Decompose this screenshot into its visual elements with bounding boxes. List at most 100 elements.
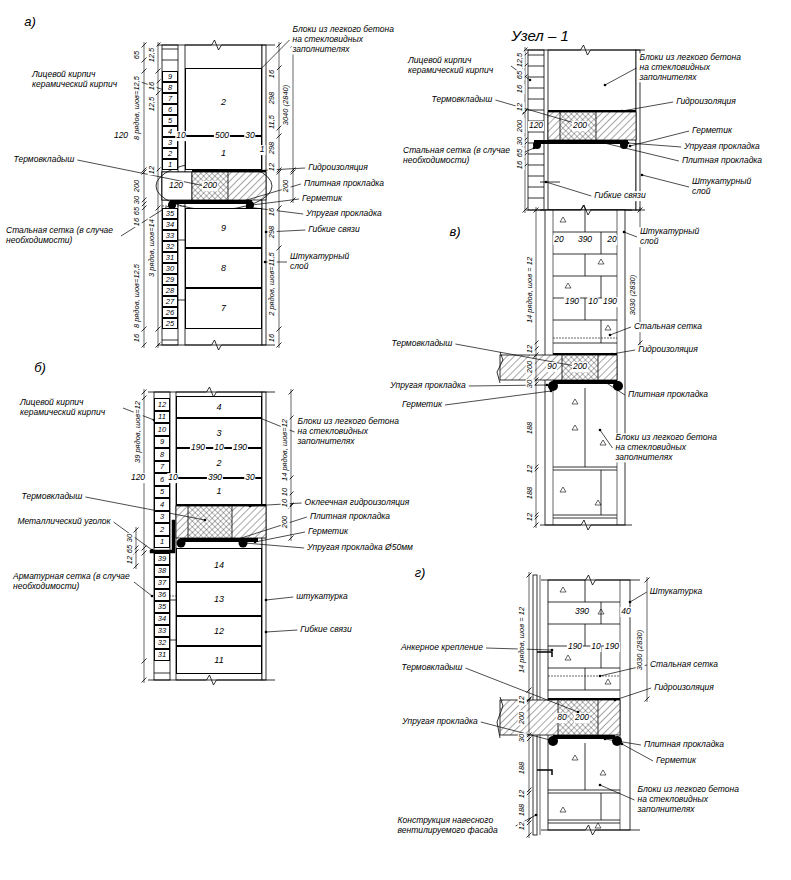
dimension-text: 10 [281,487,290,497]
dimension-text: 190 [564,297,580,307]
brick-course: 1 [154,536,170,549]
masonry-joint [553,343,617,344]
leader-line [252,199,299,205]
course-number: 8 [160,451,164,459]
callout-label: Плитная прокладка [681,156,763,166]
dimension-text: 16 [133,217,142,227]
callout-label: Гидроизоляция [675,97,737,107]
flexible-tie [540,182,560,183]
dimension-text: 188 [526,421,535,436]
course-number: 4 [168,128,172,136]
brick-course: 1 [162,159,178,170]
course-number: 26 [166,309,174,317]
dimension-text: 190 [190,443,206,453]
callout-label: Гидроизоляция [653,683,715,693]
leader-dot [599,141,602,144]
brick-course: 10 [154,423,170,436]
brick-course: 7 [154,461,170,474]
brick-course: 26 [162,307,178,318]
waterproofing [548,110,636,112]
dimension-text: 188 [526,486,535,501]
aggregate-mark [572,425,578,430]
dimension-text: 16 [268,333,277,343]
dimension-tick [534,523,539,528]
dimension-tick [527,833,532,838]
dimension-tick [142,546,147,551]
brick-course: 6 [162,104,178,115]
illustration [134,40,650,838]
elastic-pad [533,141,541,149]
dimension-tick [289,536,294,541]
dimension-text: 200 [202,181,218,191]
masonry-joint [162,340,178,341]
course-number: 12 [214,627,224,636]
brick-course: 5 [162,115,178,126]
dimension-text: 30 [244,473,255,483]
callout-label: Штукатурный слой [289,252,347,272]
course-number: 25 [166,320,174,328]
brick-course: 2 [162,148,178,159]
course-number: 39 [158,555,166,563]
masonry-joint [553,518,617,519]
leader-line [628,143,681,147]
aggregate-mark [565,655,571,660]
brick-course: 9 [162,71,178,82]
block-wall [548,50,636,210]
dimension-text: 10 [590,642,601,652]
callout-label: Лицевой кирпич керамический кирпич [407,56,509,76]
leader-line [469,385,547,386]
dimension-tick [527,737,532,742]
drawing-line [585,388,586,467]
leader-dot [251,204,254,207]
callout-label: Упругая прокладка Ø50мм [306,543,414,553]
leader-line [622,102,673,111]
dimension-text: 200 [516,119,525,134]
dimension-tick [142,327,147,332]
course-number: 2 [221,98,226,107]
dimension-tick [523,208,528,213]
aggregate-mark [560,587,566,592]
dimension-text: 16 [148,81,157,91]
dimension-tick [277,66,282,71]
callout-label: Плитная прокладка [303,179,385,189]
section-title: б) [33,361,47,376]
dimension-text: 3 рядов, шов=14 [148,218,157,278]
leader-line [235,517,307,540]
leader-dot [551,649,554,652]
aggregate-mark [598,609,604,614]
masonry-joint [548,690,620,691]
brick-course: 31 [154,649,170,661]
leader-dot [265,599,268,602]
dimension-text: 10 [175,131,186,141]
dimension-tick [156,69,161,74]
block-course: 4 [176,396,262,418]
drawing-line [585,743,586,790]
leader-line [546,182,591,196]
leader-line [600,785,635,800]
masonry-joint [528,55,544,56]
leader-line [642,175,689,187]
brick-course: 34 [162,219,178,230]
dimension-tick [277,327,282,332]
dimension-tick [142,58,147,63]
leader-dot [239,201,242,204]
dimension-text: 120 [168,181,184,191]
drawing-line [601,320,602,343]
block-course: 1 [185,136,262,170]
elastic-pad [548,736,558,746]
leader-line [600,430,613,448]
dimension-tick [142,206,147,211]
dimension-tick [527,821,532,826]
dimension-text: 12 [518,821,527,831]
course-number: 2 [168,150,172,158]
elastic-pad [239,539,248,548]
leader-dot [254,541,257,544]
dimension-tick [156,343,161,348]
dimension-tick [142,43,147,48]
dimension-text: 12 [526,344,535,354]
section-title: Узел – 1 [510,27,570,44]
callout-label: Блоки из легкого бетона на стекловидных … [639,53,746,82]
masonry-joint [162,60,178,61]
dimension-text: 14 рядов, шов = 12 [526,256,535,324]
course-number: 8 [168,84,172,92]
